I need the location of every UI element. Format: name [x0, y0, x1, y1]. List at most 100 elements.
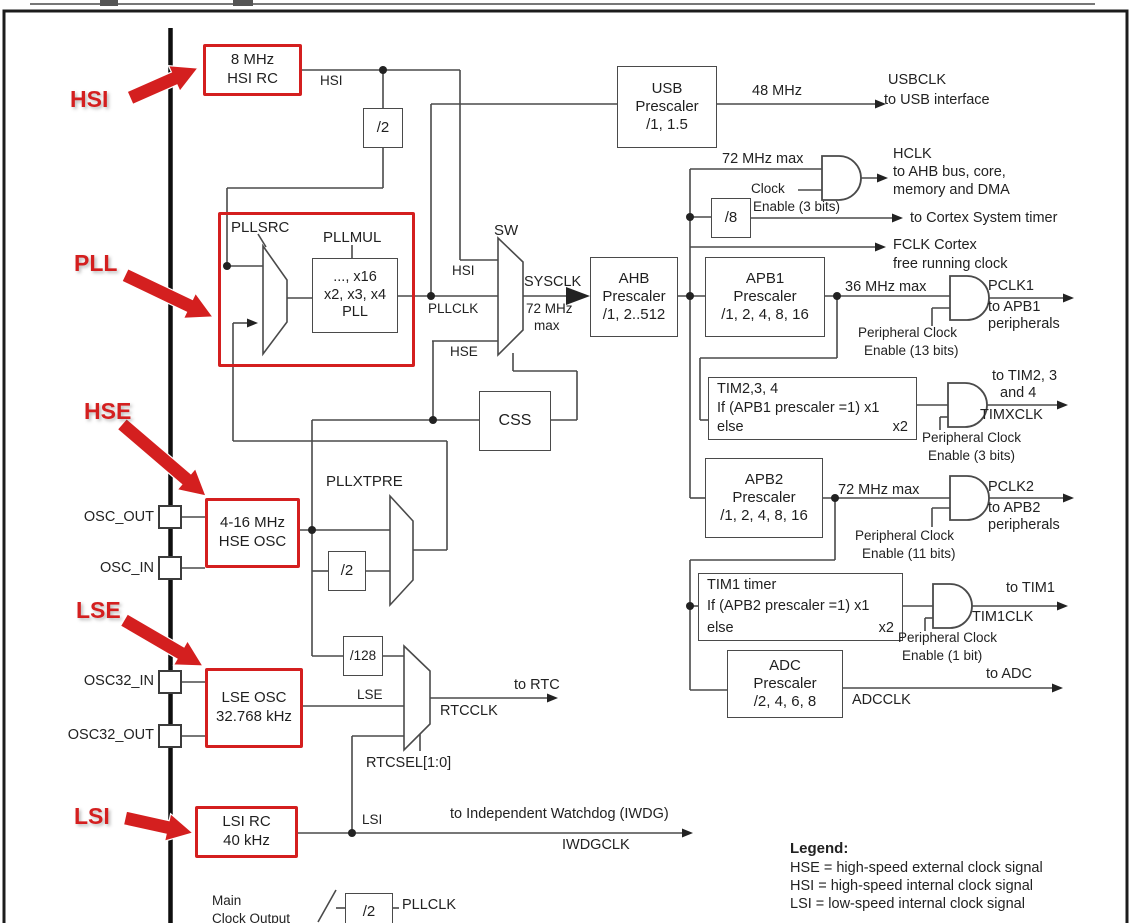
- osc32-in-pin-label: OSC32_IN: [83, 673, 154, 689]
- pclk1-dest1-label: to APB1: [988, 299, 1041, 315]
- pllxtpre-mux: [389, 493, 414, 608]
- lsi-annotation-arrow: [122, 810, 195, 842]
- div128-value: /128: [349, 647, 377, 663]
- lsi-annotation-label: LSI: [74, 803, 110, 829]
- mco-label1: Main: [212, 893, 242, 908]
- sw-input-hsi-label: HSI: [452, 263, 475, 278]
- ahb-box-l1: AHB: [618, 270, 650, 287]
- pclk1-dest2-label: peripherals: [988, 316, 1060, 332]
- pllmul-values: x2, x3, x4: [323, 286, 387, 303]
- sw-mux-label: SW: [494, 222, 519, 239]
- pclk2-enable2-label: Enable (11 bits): [862, 546, 956, 561]
- tim234-cond: If (APB1 prescaler =1) x1: [717, 399, 880, 416]
- rtc-dest-label: to RTC: [514, 677, 560, 693]
- div8-value: /8: [724, 209, 738, 226]
- pllmul-label: PLLMUL: [323, 229, 382, 246]
- mco-div2-value: /2: [362, 903, 376, 920]
- pllxtpre-label: PLLXTPRE: [326, 473, 403, 490]
- hclk-dest2-label: memory and DMA: [893, 182, 1010, 198]
- hclk-label: HCLK: [893, 146, 932, 162]
- hclk-enable-bits-label: Enable (3 bits): [753, 199, 841, 214]
- pllmul-name: PLL: [342, 304, 368, 321]
- rtcsel-label: RTCSEL[1:0]: [366, 755, 452, 771]
- mco-label2: Clock Output: [212, 911, 291, 923]
- legend-line-hsi: HSI = high-speed internal clock signal: [790, 878, 1034, 894]
- css-label: CSS: [498, 412, 532, 430]
- osc32-in-pin: [158, 670, 182, 694]
- css-box: CSS: [479, 391, 551, 451]
- usb-box-l3: /1, 1.5: [646, 116, 688, 133]
- osc-in-pin-label: OSC_IN: [100, 560, 154, 576]
- osc32-out-pin-label: OSC32_OUT: [67, 727, 154, 743]
- hsi-rc-box: 8 MHz HSI RC: [203, 44, 302, 96]
- hse-div2-box: /2: [328, 551, 366, 591]
- hsi-rc-freq: 8 MHz: [230, 51, 275, 69]
- timxclk-label: TIMXCLK: [980, 407, 1043, 423]
- apb2-box-l3: /1, 2, 4, 8, 16: [720, 507, 808, 524]
- pclk1-enable1-label: Peripheral Clock: [858, 325, 958, 340]
- apb1-prescaler-box: APB1 Prescaler /1, 2, 4, 8, 16: [705, 257, 825, 337]
- pclk1-label: PCLK1: [988, 278, 1034, 294]
- div8-box: /8: [711, 198, 751, 238]
- usb-prescaler-box: USB Prescaler /1, 1.5: [617, 66, 717, 148]
- apb2-max-label: 72 MHz max: [838, 482, 920, 498]
- mux-shapes: [262, 236, 524, 752]
- tim1-enable2-label: Enable (1 bit): [902, 648, 983, 663]
- sw-input-hse-label: HSE: [450, 344, 478, 359]
- hsi-div2-box: /2: [363, 108, 403, 148]
- hsi-annotation-arrow: [126, 65, 200, 106]
- pclk2-dest2-label: peripherals: [988, 517, 1060, 533]
- legend-title: Legend:: [790, 840, 849, 857]
- iwdg-dest-label: to Independent Watchdog (IWDG): [450, 806, 669, 822]
- adc-prescaler-box: ADC Prescaler /2, 4, 6, 8: [727, 650, 843, 718]
- lsi-rc-freq: 40 kHz: [223, 832, 270, 849]
- pll-annotation-label: PLL: [74, 250, 118, 276]
- fclk-desc-label: free running clock: [893, 256, 1008, 272]
- junction-dots: [223, 66, 841, 837]
- hclk-enable-clock-label: Clock: [751, 181, 785, 196]
- clock-enable-gates: [821, 155, 990, 629]
- hse-div2-value: /2: [340, 562, 354, 579]
- tim234-title: TIM2,3, 4: [717, 381, 779, 397]
- hse-osc-freq: 4-16 MHz: [219, 514, 286, 532]
- annotation-arrows: [116, 65, 215, 842]
- timx-dest2-label: and 4: [1000, 385, 1037, 401]
- timx-enable1-label: Peripheral Clock: [922, 430, 1022, 445]
- apb2-prescaler-box: APB2 Prescaler /1, 2, 4, 8, 16: [705, 458, 823, 538]
- osc-out-pin: [158, 505, 182, 529]
- wires: [181, 69, 1066, 923]
- tim1-else-row: else x2: [707, 620, 894, 637]
- hsi-wire-label: HSI: [320, 73, 343, 88]
- apb1-box-l1: APB1: [745, 270, 785, 287]
- pin-squares: [158, 505, 182, 748]
- timx-dest1-label: to TIM2, 3: [992, 368, 1058, 384]
- lse-annotation-label: LSE: [76, 597, 121, 623]
- rtcclk-label: RTCCLK: [440, 703, 498, 719]
- osc-in-pin: [158, 556, 182, 580]
- lsi-rc-box: LSI RC 40 kHz: [195, 806, 298, 858]
- pllsrc-label: PLLSRC: [231, 219, 290, 236]
- pclk2-dest1-label: to APB2: [988, 500, 1041, 516]
- sw-mux: [497, 236, 524, 357]
- legend-line-lsi: LSI = low-speed internal clock signal: [790, 896, 1025, 912]
- usb-box-l2: Prescaler: [635, 98, 699, 115]
- rtcsel-mux: [403, 644, 431, 752]
- tim1-else: else: [707, 619, 734, 636]
- lsi-rc-name: LSI RC: [222, 813, 271, 831]
- pclk1-gate: [949, 275, 990, 321]
- pclk2-enable1-label: Peripheral Clock: [855, 528, 955, 543]
- apb2-box-l1: APB2: [744, 471, 784, 488]
- sysclk-max2-label: max: [534, 318, 560, 333]
- cortex-timer-label: to Cortex System timer: [910, 210, 1058, 226]
- hclk-max-label: 72 MHz max: [722, 151, 804, 167]
- hse-osc-box: 4-16 MHz HSE OSC: [205, 498, 300, 568]
- usbclk-dest-label: to USB interface: [884, 92, 990, 108]
- lse-osc-freq: 32.768 kHz: [216, 708, 292, 725]
- apb1-max-label: 36 MHz max: [845, 279, 927, 295]
- pllmul-range: ..., x16: [333, 269, 377, 286]
- top-crop-remnant: [30, 0, 1095, 6]
- hse-annotation-label: HSE: [84, 398, 132, 424]
- tim1-x2: x2: [878, 619, 894, 636]
